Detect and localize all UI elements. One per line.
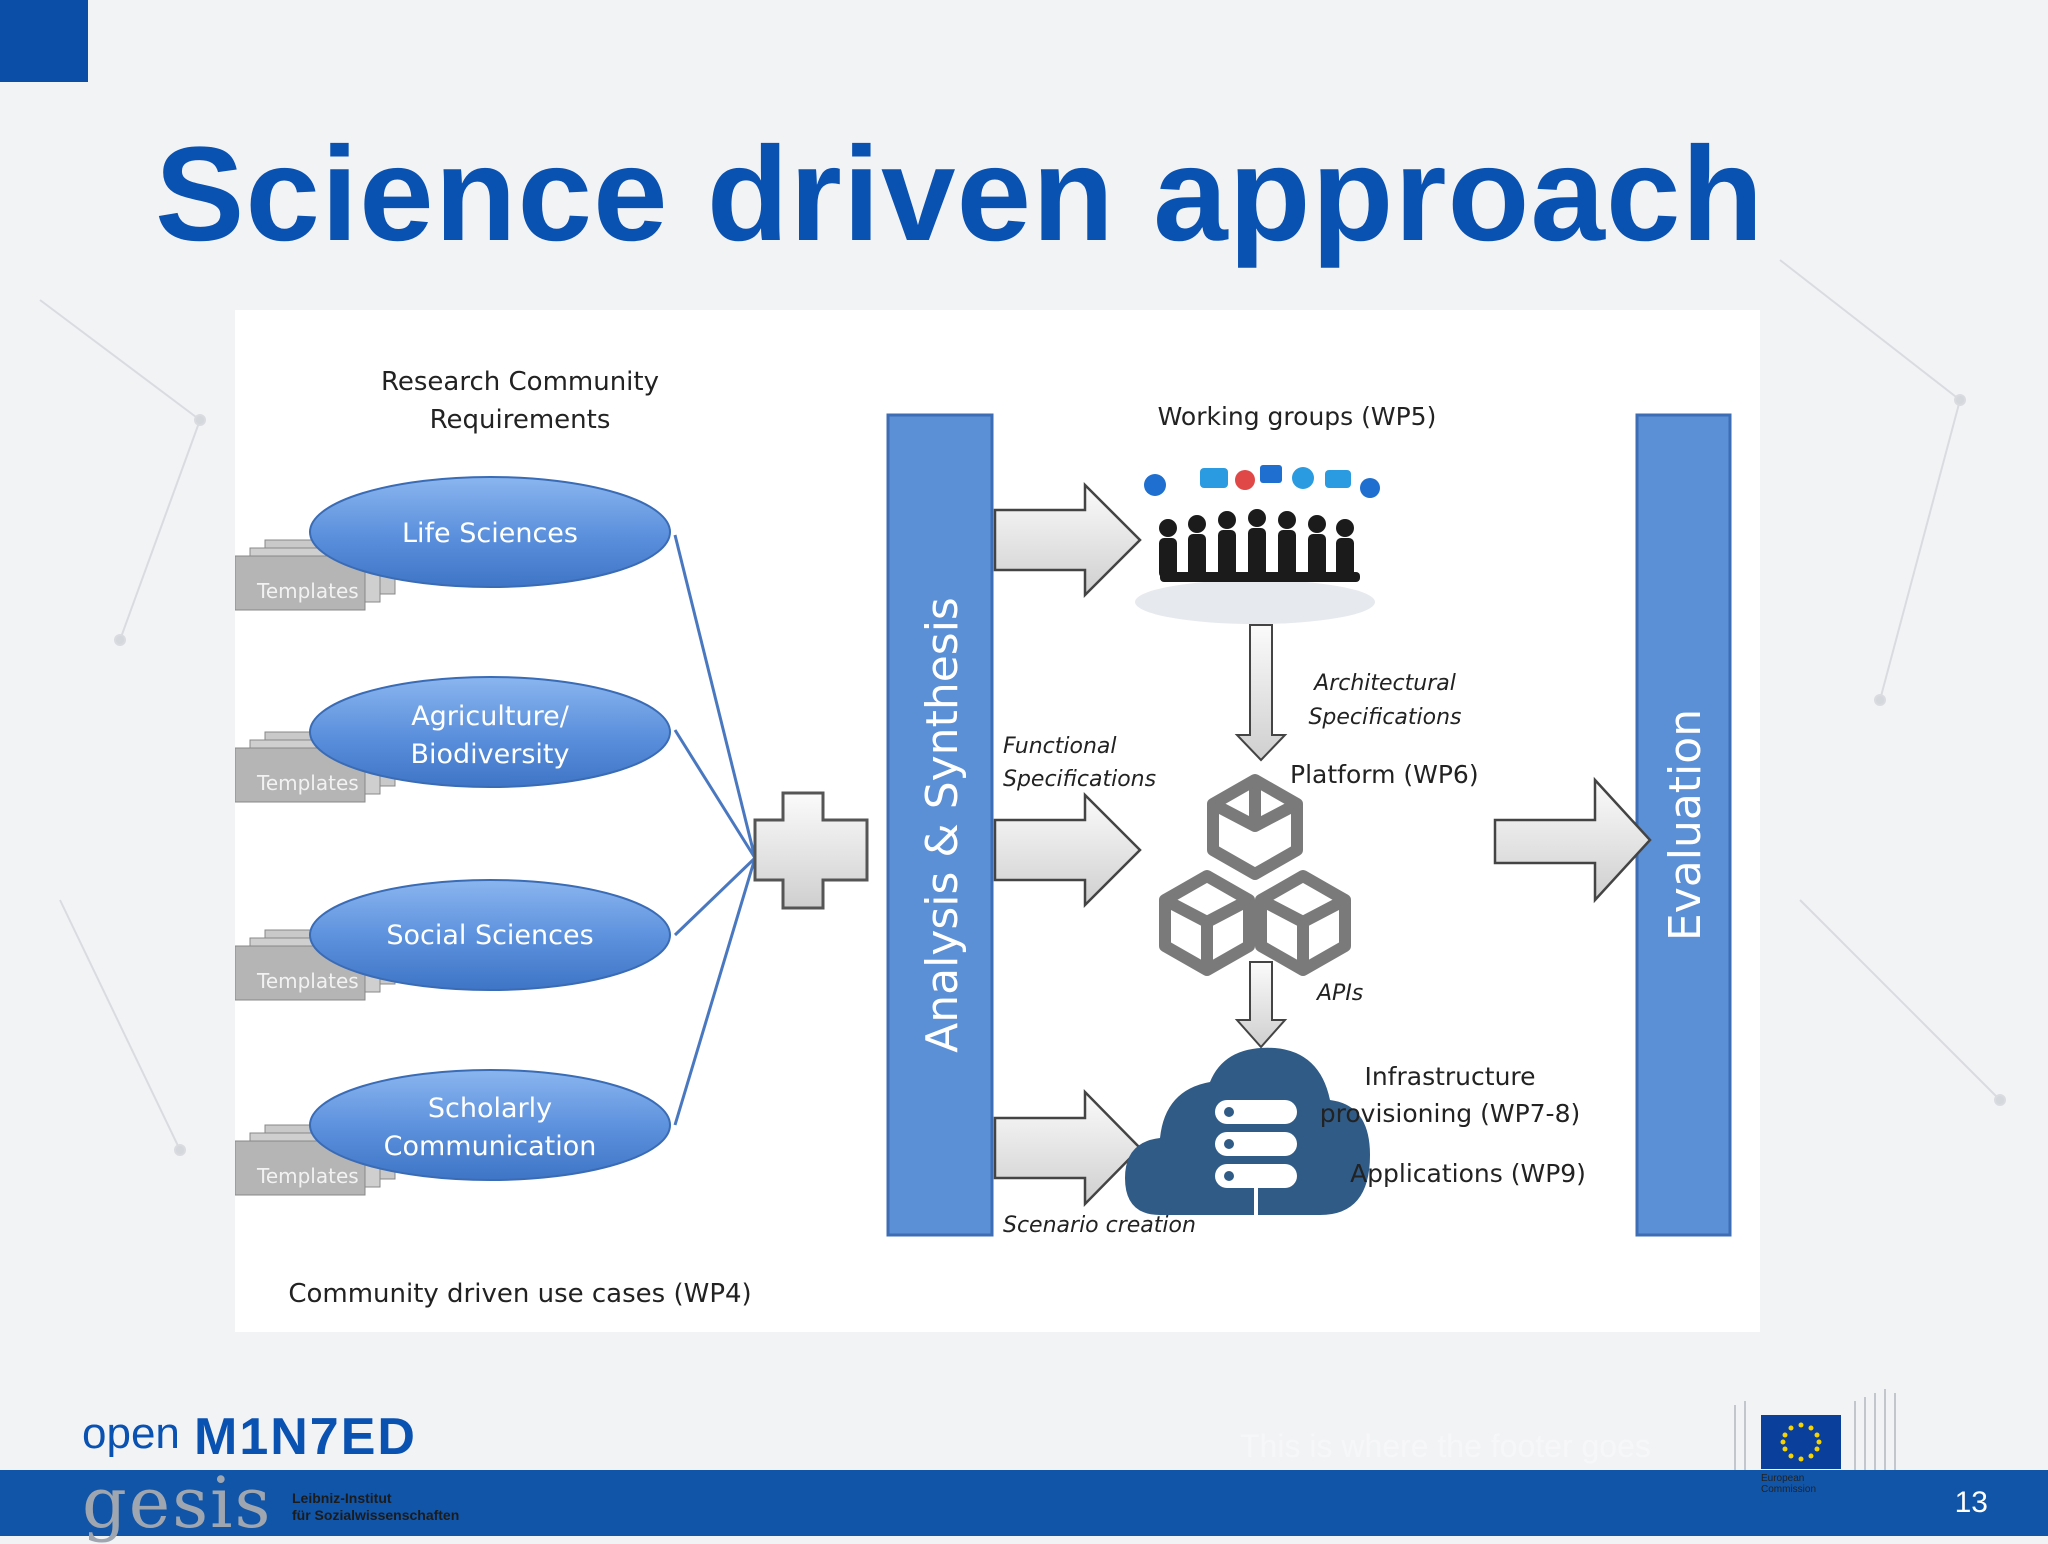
working-groups-label: Working groups (WP5)	[1158, 402, 1437, 431]
community-label: Life Sciences	[402, 518, 578, 549]
meeting-group-icon	[1135, 465, 1380, 624]
infrastructure-line2: provisioning (WP7-8)	[1320, 1099, 1581, 1128]
evaluation-label: Evaluation	[1660, 709, 1711, 941]
cloud-server-icon	[1125, 1047, 1370, 1224]
template-label: Templates	[256, 771, 359, 795]
requirements-header-line1: Research Community	[381, 367, 659, 397]
applications-label: Applications (WP9)	[1350, 1159, 1586, 1188]
arrow-to-evaluation	[1493, 776, 1652, 904]
apis-label: APIs	[1315, 981, 1363, 1006]
evaluation-bar	[1635, 413, 1732, 1237]
plus-icon	[753, 791, 869, 910]
analysis-synthesis-label: Analysis & Synthesis	[917, 597, 968, 1053]
corner-accent	[0, 0, 88, 82]
template-label: Templates	[256, 579, 359, 603]
eu-flag-icon	[1761, 1415, 1841, 1469]
functional-specs-line2: Specifications	[1003, 767, 1156, 792]
svg-text:M1N7ED: M1N7ED	[194, 1408, 417, 1466]
community-social-sciences: Social Sciences	[309, 879, 671, 991]
architectural-specs-line1: Architectural	[1312, 671, 1456, 696]
community-scholarly-communication: Scholarly Communication	[309, 1069, 671, 1181]
arrow-to-platform	[993, 791, 1142, 909]
connector-lines	[673, 534, 757, 1126]
community-label: Social Sciences	[386, 920, 593, 951]
gesis-subtitle: Leibniz-Institut für Sozialwissenschafte…	[292, 1490, 459, 1524]
workflow-diagram: Research Community Requirements Template…	[235, 310, 1760, 1332]
scenario-label: Scenario creation	[1003, 1213, 1196, 1238]
template-label: Templates	[256, 969, 359, 993]
footer-note: This is where the footer goes	[1240, 1428, 1651, 1464]
footer-bar	[0, 1470, 2048, 1536]
community-label: Scholarly	[428, 1093, 552, 1124]
community-label: Communication	[384, 1131, 597, 1162]
eu-text-line2: Commission	[1761, 1484, 1817, 1495]
community-life-sciences: Life Sciences	[309, 476, 671, 588]
eu-text-line1: European	[1761, 1473, 1805, 1484]
svg-text:open: open	[82, 1409, 180, 1458]
community-label: Biodiversity	[410, 739, 569, 770]
community-agriculture-biodiversity: Agriculture/ Biodiversity	[309, 676, 671, 788]
openminted-logo: open M1N7ED	[82, 1408, 417, 1466]
european-commission-logo: European Commission	[1725, 1385, 1915, 1503]
bottom-caption: Community driven use cases (WP4)	[288, 1279, 751, 1309]
platform-cubes-icon	[1159, 774, 1351, 976]
functional-specs-line1: Functional	[1003, 734, 1116, 759]
infrastructure-line1: Infrastructure	[1364, 1062, 1535, 1091]
gesis-logo: gesis	[82, 1462, 273, 1544]
platform-label: Platform (WP6)	[1290, 760, 1479, 789]
community-label: Agriculture/	[411, 701, 569, 732]
arrow-to-infrastructure	[993, 1088, 1142, 1208]
arrow-down-to-platform	[1234, 624, 1288, 762]
architectural-specs-line2: Specifications	[1308, 705, 1461, 730]
template-label: Templates	[256, 1164, 359, 1188]
eu-commission-text: European Commission	[1761, 1473, 1816, 1495]
slide-title: Science driven approach	[155, 120, 1765, 269]
requirements-header-line2: Requirements	[430, 405, 611, 435]
page-number: 13	[1954, 1486, 1988, 1519]
arrow-to-working-groups	[993, 481, 1142, 599]
gesis-subtitle-line2: für Sozialwissenschaften	[292, 1507, 460, 1523]
template-stack-3: Templates	[235, 929, 396, 1001]
gesis-subtitle-line1: Leibniz-Institut	[292, 1490, 392, 1506]
arrow-down-to-infrastructure	[1234, 961, 1288, 1049]
analysis-synthesis-bar	[886, 413, 994, 1237]
